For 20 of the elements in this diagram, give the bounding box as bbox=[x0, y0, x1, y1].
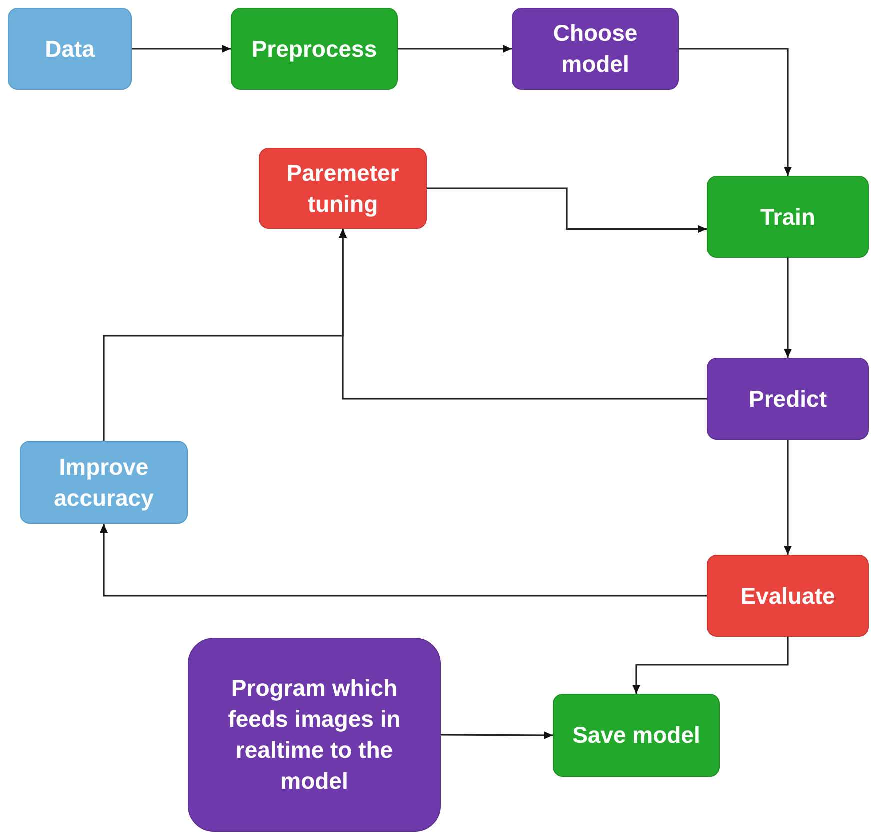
process-box: Preprocess bbox=[231, 8, 398, 90]
process-box: Evaluate bbox=[707, 555, 869, 637]
arrow bbox=[427, 188, 707, 234]
process-box: Data bbox=[8, 8, 132, 90]
arrow bbox=[784, 258, 792, 358]
arrow bbox=[784, 440, 792, 555]
process-box: Choose model bbox=[512, 8, 679, 90]
arrow bbox=[632, 637, 789, 694]
process-box: Program which feeds images in realtime to the model bbox=[188, 638, 441, 832]
process-box: Improve accuracy bbox=[20, 441, 188, 524]
process-box: Paremeter tuning bbox=[259, 148, 427, 229]
process-box: Predict bbox=[707, 358, 869, 440]
arrow bbox=[132, 45, 231, 53]
arrow bbox=[441, 731, 553, 740]
arrow bbox=[103, 229, 347, 441]
process-box: Save model bbox=[553, 694, 720, 777]
arrow bbox=[100, 524, 707, 597]
process-box: Train bbox=[707, 176, 869, 258]
arrow bbox=[398, 45, 512, 53]
arrow bbox=[679, 48, 792, 176]
